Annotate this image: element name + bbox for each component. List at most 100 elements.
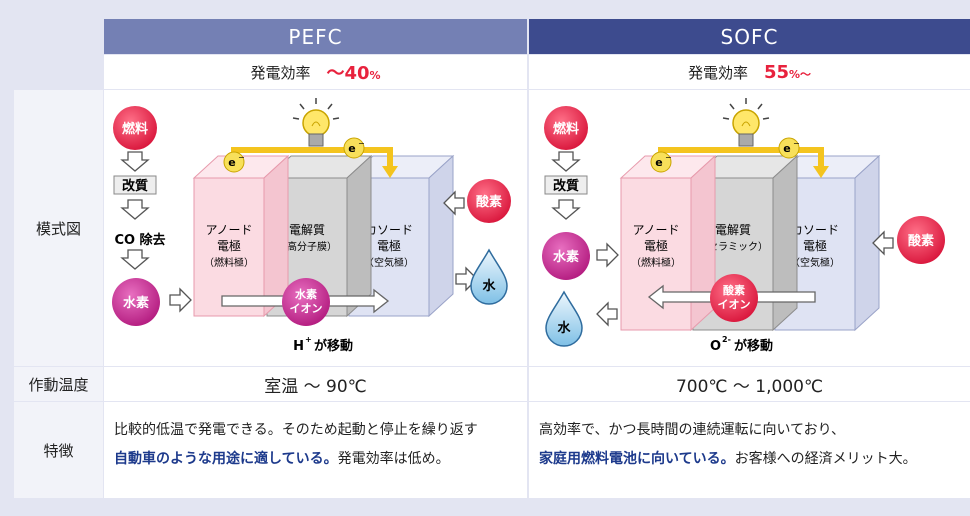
sofc-header: SOFC [529,19,970,54]
pefc-features-highlight: 自動車のような用途に適している。 [114,451,338,467]
pefc-header-label: PEFC [288,24,343,49]
pefc-temperature-value: 室温 ～ 90℃ [264,376,367,397]
light-bulb-icon [722,98,770,147]
cathode-label-2: 電極 [803,238,827,253]
pefc-header: PEFC [104,19,527,54]
down-arrow-icon [551,199,581,220]
cathode-block: カソード 電極 （空気極） [347,154,455,318]
electron-label: e [655,156,662,169]
anode-label: アノード [206,223,253,237]
sofc-temperature-value: 700℃ ～ 1,000℃ [675,376,824,397]
anode-label: アノード [633,223,680,237]
anode-block: アノード 電極 （燃料極） [192,154,290,318]
left-arrow-icon [872,230,894,256]
oxygen-label: 酸素 [476,194,502,210]
row-label-diagram-text: 模式図 [35,219,81,238]
electrolyte-sub-label: （高分子膜） [277,240,337,253]
anode-sub-label: （燃料極） [631,256,681,269]
oxygen-label: 酸素 [908,233,934,249]
reform-box [113,175,157,195]
hydrogen-ion-ball: 水素 イオン [282,278,330,326]
electron-label: e [783,142,790,155]
oxygen-ball: 酸素 [467,179,511,223]
reform-label: 改質 [553,178,579,194]
hydrogen-label: 水素 [123,295,149,311]
water-label: 水 [557,320,571,336]
water-drop-icon: 水 [470,248,508,305]
sofc-diagram-cell: 燃料 改質 水素 カソード 電極 （空気極） [529,90,970,366]
pefc-features-line1: 比較的低温で発電できる。そのため起動と停止を繰り返す [114,422,478,438]
left-arrow-icon [443,190,465,216]
fuel-label: 燃料 [553,121,579,137]
pefc-efficiency-unit: % [369,69,381,82]
cathode-sub-label: （空気極） [364,256,414,269]
sofc-efficiency-label: 発電効率 [687,63,748,82]
down-arrow-icon [551,151,581,172]
pefc-diagram-cell: 燃料 改質 CO 除去 水素 カソード 電極 （空気極） [104,90,527,366]
ion-move-text: が移動 [734,338,773,354]
ion-charge: 2- [722,335,731,344]
electron-sign: − [358,139,365,148]
sofc-features-highlight: 家庭用燃料電池に向いている。 [539,451,735,467]
electron-ball: e − [650,151,672,173]
reform-box [544,175,588,195]
sofc-header-label: SOFC [720,24,779,49]
row-label-diagram: 模式図 [14,90,103,366]
electron-sign: − [793,139,800,148]
down-arrow-icon [120,199,150,220]
hydrogen-label: 水素 [553,249,579,265]
right-arrow-icon [169,287,192,313]
water-drop-icon: 水 [545,290,583,347]
fuel-ball: 燃料 [544,106,588,150]
anode-label-2: 電極 [217,238,241,253]
left-arrow-icon [596,301,618,327]
down-arrow-icon [813,166,829,178]
ion-charge: + [305,335,312,344]
reform-label: 改質 [122,178,148,194]
water-label: 水 [482,278,496,294]
row-label-temperature-text: 作動温度 [28,375,89,394]
row-label-features: 特徴 [14,402,103,498]
electron-label: e [348,142,355,155]
oxygen-ball: 酸素 [897,216,945,264]
down-arrow-icon [120,151,150,172]
right-arrow-icon [596,242,619,268]
anode-sub-label: （燃料極） [204,256,254,269]
ion-label: 水素 [295,287,317,301]
electron-ball: e − [343,137,365,159]
pefc-diagram: 燃料 改質 CO 除去 水素 カソード 電極 （空気極） [112,98,511,354]
pefc-features-line2: 自動車のような用途に適している。発電効率は低め。 [114,445,527,474]
row-label-features-text: 特徴 [43,441,74,460]
pefc-features-rest: 発電効率は低め。 [337,451,450,467]
electron-label: e [228,156,235,169]
hydrogen-ball: 水素 [112,278,160,326]
ion-move-label: O 2- が移動 [710,335,773,354]
electron-sign: − [665,153,672,162]
cathode-label: カソード [365,223,413,237]
anode-label-2: 電極 [644,238,668,253]
co-removal-label: CO 除去 [114,232,165,248]
sofc-features-line1: 高効率で、かつ長時間の連続運転に向いており、 [539,422,846,438]
sofc-features: 高効率で、かつ長時間の連続運転に向いており、 家庭用燃料電池に向いている。お客様… [529,402,970,498]
cathode-label: カソード [791,223,839,237]
sofc-efficiency-number: 55 [763,61,790,83]
row-label-temperature: 作動温度 [14,367,103,401]
ion-label: 酸素 [723,283,745,297]
pefc-efficiency-label: 発電効率 [250,63,311,82]
cathode-label-2: 電極 [377,238,401,253]
ion-label-2: イオン [718,298,751,311]
down-arrow-icon [120,249,150,270]
electrolyte-label: 電解質 [715,222,751,237]
electron-sign: − [238,153,245,162]
sofc-features-line2: 家庭用燃料電池に向いている。お客様への経済メリット大。 [539,445,970,474]
light-bulb-icon [292,98,340,147]
ion-move-label: H + が移動 [293,335,353,354]
pefc-features: 比較的低温で発電できる。そのため起動と停止を繰り返す 自動車のような用途に適して… [104,402,527,498]
hydrogen-ball: 水素 [542,232,590,280]
electron-ball: e − [223,151,245,173]
electrolyte-label: 電解質 [289,222,325,237]
ion-label-2: イオン [290,302,323,315]
sofc-efficiency-unit: %～ [789,67,812,81]
ion-symbol: H [293,339,304,354]
electron-ball: e − [778,137,800,159]
